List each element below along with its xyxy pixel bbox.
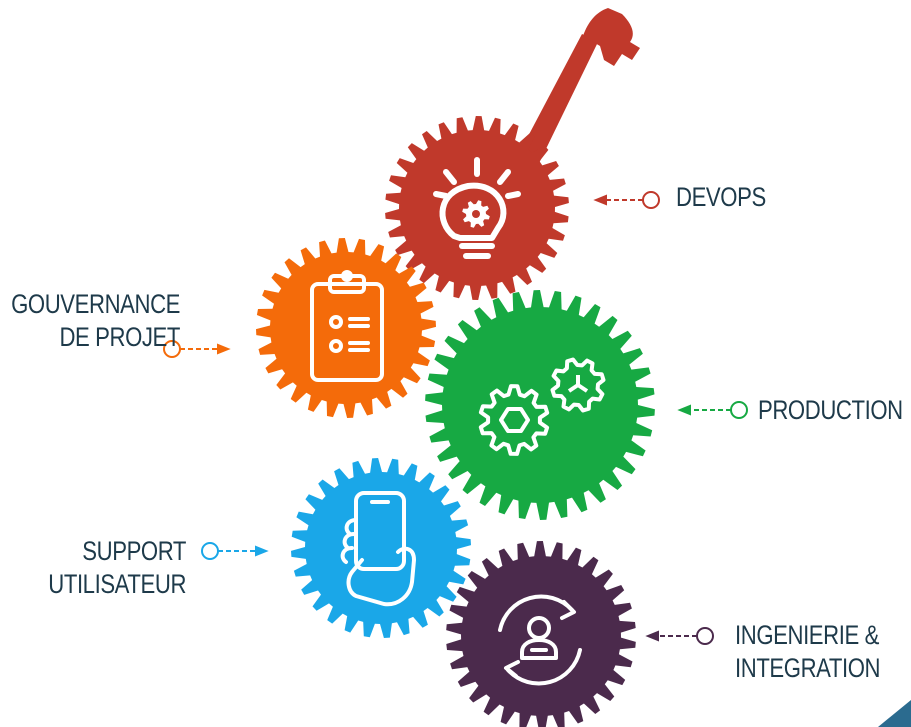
lightbulb-gear-icon [433, 157, 521, 259]
clipboard-checklist-icon [310, 270, 384, 382]
cogs-icon [499, 375, 589, 433]
gouvernance-connector [163, 340, 231, 358]
production-label: PRODUCTION [758, 395, 903, 425]
ingenierie-gear [446, 541, 636, 727]
ingenierie-connector [645, 627, 714, 645]
cog-large-icon [478, 384, 550, 456]
support-connector [201, 542, 269, 560]
corner-decoration [878, 700, 911, 727]
production-connector [677, 401, 748, 419]
cog-small-icon [550, 357, 606, 413]
devops-label: DEVOPS [676, 182, 766, 212]
support-gear [291, 458, 471, 638]
support-label: SUPPORT UTILISATEUR [48, 536, 186, 599]
ingenierie-label: INGENIERIE & INTEGRATION [735, 620, 881, 683]
gouvernance-gear [256, 238, 436, 418]
gouvernance-label: GOUVERNANCE DE PROJET [11, 289, 180, 352]
user-cycle-icon [498, 594, 582, 686]
devops-connector [593, 191, 660, 209]
hand-phone-icon [340, 491, 416, 607]
